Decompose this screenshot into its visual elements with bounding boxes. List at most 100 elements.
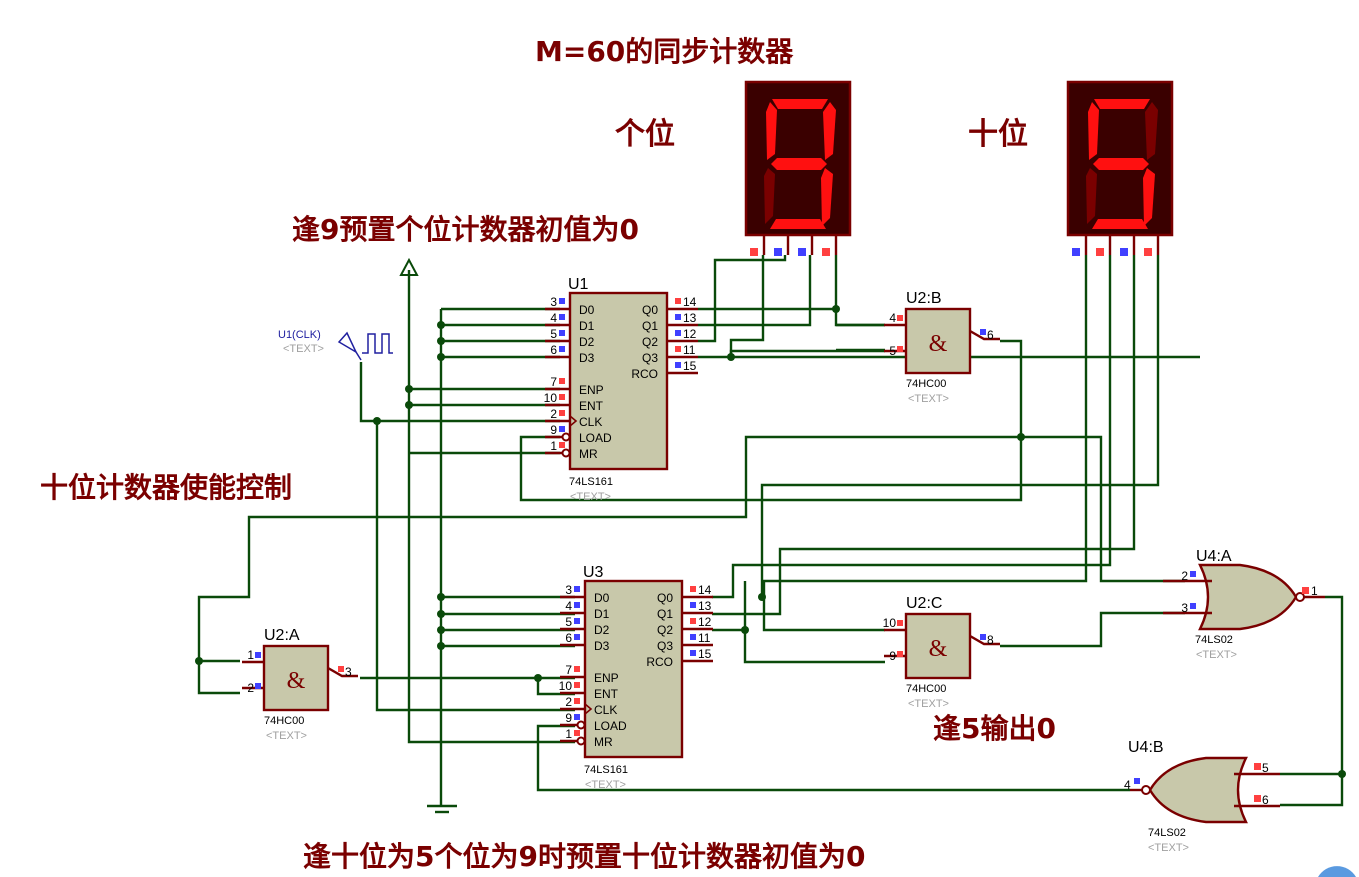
pin-state-indicator <box>574 698 580 704</box>
and-symbol-icon: & <box>929 636 948 662</box>
pin-state-indicator <box>1096 248 1104 256</box>
pin-number: 1 <box>550 439 557 453</box>
pin-state-indicator <box>559 346 565 352</box>
pin-name: Q1 <box>657 607 673 621</box>
pin-number: 6 <box>565 631 572 645</box>
pin-number: 1 <box>247 648 254 662</box>
nor-body <box>1148 756 1248 824</box>
pin-number: 14 <box>683 295 697 309</box>
pin-state-indicator <box>574 666 580 672</box>
gate-body <box>904 612 972 680</box>
pin-state-indicator <box>690 650 696 656</box>
counter-text-placeholder: <TEXT> <box>585 779 626 791</box>
clock-antenna-icon <box>337 331 358 354</box>
pin-state-indicator <box>574 618 580 624</box>
corner-widget-icon[interactable] <box>1318 866 1356 877</box>
schematic-title: M=60的同步计数器 <box>535 35 794 68</box>
preset-ones-note: 逢9预置个位计数器初值为0 <box>292 213 639 246</box>
counter-part-number: 74LS161 <box>584 764 628 776</box>
pin-name: ENP <box>579 383 604 397</box>
pin-number: 4 <box>550 311 557 325</box>
pin-state-indicator <box>675 298 681 304</box>
gate-body <box>904 307 972 375</box>
gate-part-number: 74HC00 <box>264 715 304 727</box>
pin-number: 15 <box>683 359 697 373</box>
pin-state-indicator <box>255 683 261 689</box>
segment-e <box>1086 168 1097 224</box>
pin-name: D2 <box>579 335 595 349</box>
gate-text-placeholder: <TEXT> <box>908 698 949 710</box>
pin-state-indicator <box>1254 795 1261 802</box>
pin-number: 4 <box>565 599 572 613</box>
pin-state-indicator <box>897 315 903 321</box>
pin-number: 7 <box>550 375 557 389</box>
pin-name: ENT <box>594 687 619 701</box>
pin-name: LOAD <box>579 431 612 445</box>
clock-text: <TEXT> <box>283 343 324 355</box>
pin-state-indicator <box>675 346 681 352</box>
pin-number: 5 <box>565 615 572 629</box>
pin-name: Q3 <box>657 639 673 653</box>
pin-state-indicator <box>690 634 696 640</box>
pin-name: RCO <box>646 655 673 669</box>
pin-number: 3 <box>565 583 572 597</box>
pin-number: 5 <box>1262 761 1269 775</box>
pin-name: Q0 <box>642 303 658 317</box>
pin-name: D1 <box>579 319 595 333</box>
gate-text-placeholder: <TEXT> <box>1148 842 1189 854</box>
pin-name: D2 <box>594 623 610 637</box>
gate-ref: U2:C <box>906 595 942 612</box>
pin-state-indicator <box>675 314 681 320</box>
gate-text-placeholder: <TEXT> <box>1196 649 1237 661</box>
output-on-5-note: 逢5输出0 <box>933 712 1056 745</box>
pin-state-indicator <box>574 682 580 688</box>
pin-number: 2 <box>550 407 557 421</box>
pin-state-indicator <box>897 346 903 352</box>
pin-state-indicator <box>559 426 565 432</box>
pin-name: D3 <box>579 351 595 365</box>
pin-state-indicator <box>1254 763 1261 770</box>
pin-state-indicator <box>774 248 782 256</box>
pin-state-indicator <box>559 394 565 400</box>
pin-state-indicator <box>255 652 261 658</box>
pin-number: 15 <box>698 647 712 661</box>
and-symbol-icon: & <box>929 331 948 357</box>
tens-label: 十位 <box>968 117 1028 152</box>
pin-name: ENP <box>594 671 619 685</box>
pin-state-indicator <box>1072 248 1080 256</box>
pin-state-indicator <box>559 410 565 416</box>
pin-name: MR <box>594 735 613 749</box>
pin-number: 14 <box>698 583 712 597</box>
pin-name: D3 <box>594 639 610 653</box>
counter-ref: U3 <box>583 564 604 581</box>
pin-state-indicator <box>1134 778 1140 784</box>
counter-u1[interactable]: U13D04D15D26D37ENP10ENT2CLK9LOAD1MR14Q01… <box>544 276 698 503</box>
wire-power-bus <box>407 270 575 744</box>
clock-source[interactable]: U1(CLK) <TEXT> <box>278 329 393 361</box>
gate-part-number: 74HC00 <box>906 683 946 695</box>
counter-body <box>568 291 669 471</box>
segment-f <box>766 102 777 160</box>
counter-u3[interactable]: U33D04D15D26D37ENP10ENT2CLK9LOAD1MR14Q01… <box>559 564 713 791</box>
pin-name: D1 <box>594 607 610 621</box>
pin-number: 11 <box>698 631 711 645</box>
pin-number: 1 <box>565 727 572 741</box>
gate-part-number: 74HC00 <box>906 378 946 390</box>
tens-enable-note: 十位计数器使能控制 <box>40 471 292 504</box>
pin-name: Q3 <box>642 351 658 365</box>
pin-state-indicator <box>574 714 580 720</box>
pin-state-indicator <box>574 634 580 640</box>
segment-d <box>1092 219 1148 229</box>
pin-state-indicator <box>798 248 806 256</box>
clock-label: U1(CLK) <box>278 329 321 341</box>
pin-number: 13 <box>698 599 712 613</box>
pin-name: RCO <box>631 367 658 381</box>
gate-ref: U2:B <box>906 290 942 307</box>
pin-state-indicator <box>574 730 580 736</box>
